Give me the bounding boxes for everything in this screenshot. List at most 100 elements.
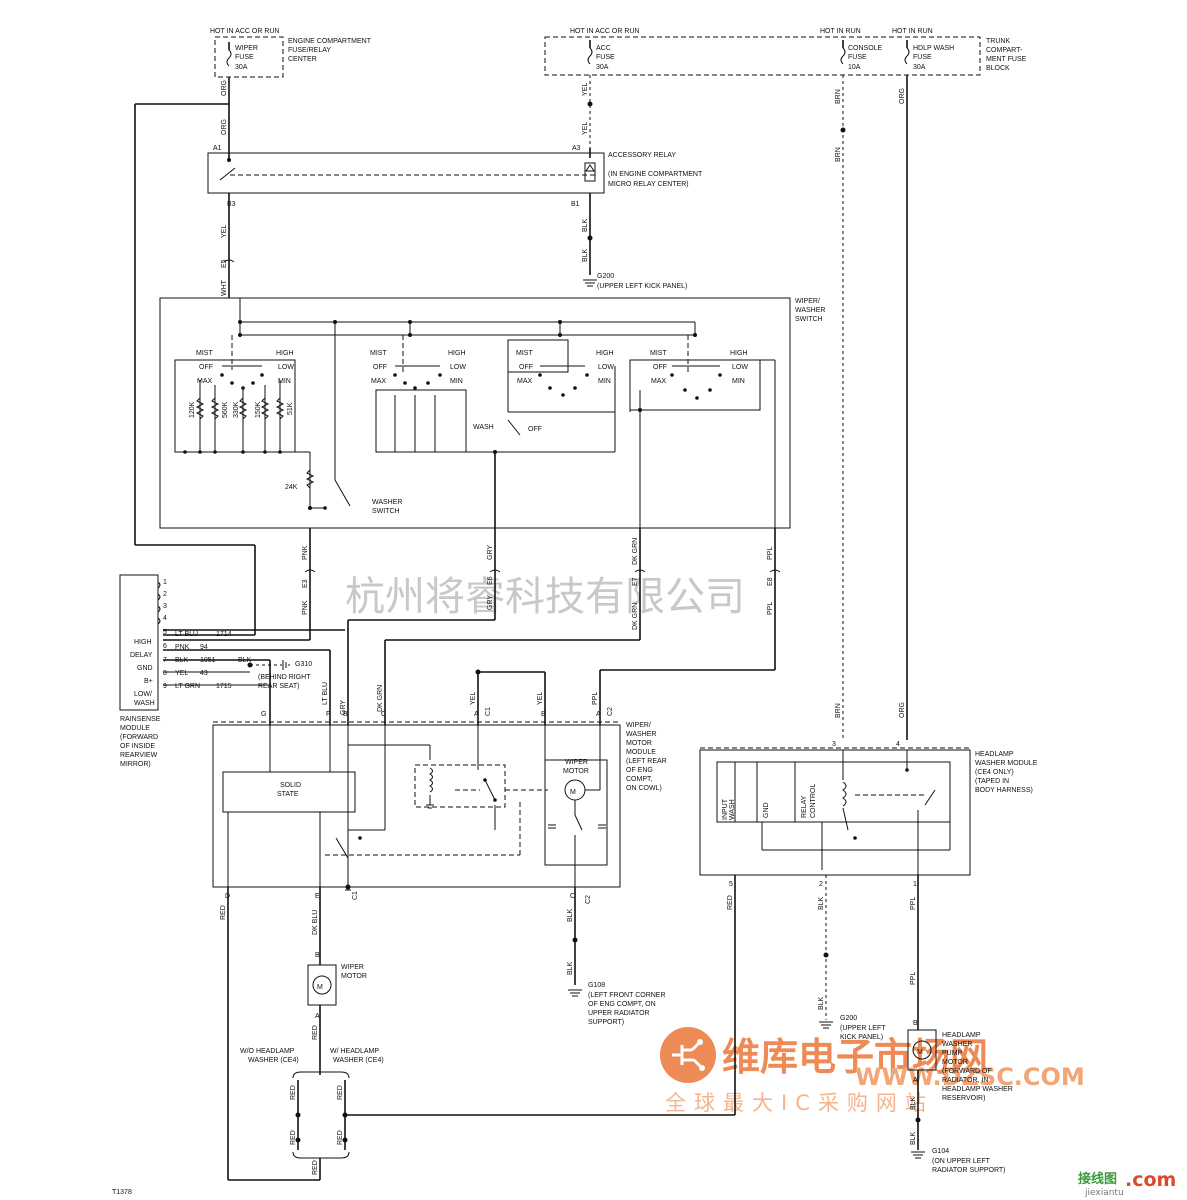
mm-pin-g: G — [261, 711, 266, 718]
wire-label-dkgrn-1: DK GRN — [632, 538, 639, 565]
s4-max: MAX — [651, 378, 667, 385]
conn-e8: E8 — [767, 577, 774, 586]
fuse-acc-fuse: FUSE — [596, 54, 615, 61]
s3-mist: MIST — [516, 350, 533, 357]
fuse-console-name: CONSOLE — [848, 45, 883, 52]
corner-com-text: .com — [1125, 1169, 1176, 1191]
fuse-hdlpwash-name: HDLP WASH — [913, 45, 954, 52]
fuse-wiper-name: WIPER — [235, 45, 258, 52]
s4-mist: MIST — [650, 350, 667, 357]
rs-label-lowwash: LOW/WASH — [134, 691, 155, 707]
rs-pin-2: 2 — [163, 591, 167, 598]
fuse-console-fuse: FUSE — [848, 54, 867, 61]
wire-label-blk-g310: BLK — [238, 657, 252, 664]
trunk-fuse-block-outline — [544, 36, 981, 76]
pump-m-icon: M — [917, 1049, 923, 1056]
rs-pin-1: 1 — [163, 579, 167, 586]
wire-label-wht: WHT — [221, 279, 228, 296]
wiper-motor-m-icon: M — [317, 984, 323, 991]
watermark-corner: 接线图 .com jiexiantu — [1078, 1169, 1176, 1198]
fuse-wiper-amps: 30A — [235, 64, 248, 71]
hm-wash-input: WASHINPUT — [722, 798, 736, 820]
s3-max: MAX — [517, 378, 533, 385]
brand-logo-icon — [660, 1027, 716, 1083]
rs-wire-5-circuit: 1715 — [216, 683, 232, 690]
wire-label-brn-2: BRN — [835, 147, 842, 162]
wiper-motor-box — [307, 964, 337, 1006]
wire-label-yel-4: YEL — [470, 692, 477, 705]
mm-motor-m-icon: M — [570, 789, 576, 796]
mm-conn-c1: C1 — [485, 707, 492, 716]
pump-pin-b: B — [913, 1020, 918, 1027]
wire-label-yel-2: YEL — [582, 122, 589, 135]
fuse-wiper-fuse: FUSE — [235, 54, 254, 61]
wire-label-ppl-5: PPL — [910, 972, 917, 985]
res-560k: 560K — [222, 401, 229, 418]
s1-low: LOW — [278, 364, 294, 371]
wire-label-blk-2a: BLK — [567, 908, 574, 922]
wire-label-red-5: RED — [290, 1130, 297, 1145]
pump-box — [907, 1029, 937, 1071]
rs-label-delay: DELAY — [130, 652, 153, 659]
fuse-hdlpwash-hot: HOT IN RUN — [892, 28, 933, 35]
wire-label-blk-2: BLK — [582, 248, 589, 262]
mm-pin-e: E — [315, 893, 320, 900]
res-120k: 120K — [189, 401, 196, 418]
fuse-hdlpwash-amps: 30A — [913, 64, 926, 71]
fuse-wiper: HOT IN ACC OR RUN WIPER FUSE 30A ENGINE … — [210, 28, 372, 78]
wire-label-yel-1: YEL — [582, 83, 589, 96]
fuse-hdlpwash-fuse: FUSE — [913, 54, 932, 61]
mm-conn-c1-bot: C1 — [352, 891, 359, 900]
wire-label-org-1: ORG — [221, 80, 228, 96]
s2-min: MIN — [450, 378, 463, 385]
wire-label-org-4: ORG — [899, 702, 906, 718]
rs-wire-5-color: LT GRN — [175, 683, 200, 690]
rs-wire-3-color: BLK — [175, 657, 189, 664]
wire-label-ppl-4: PPL — [910, 897, 917, 910]
wire-label-org-3: ORG — [899, 88, 906, 104]
wire-label-pnk-2: PNK — [302, 600, 309, 615]
watermark-company: 杭州将睿科技有限公司 — [345, 574, 745, 620]
fuse-console-hot: HOT IN RUN — [820, 28, 861, 35]
fuse-acc-hot: HOT IN ACC OR RUN — [570, 28, 640, 35]
wire-label-blk-1: BLK — [582, 218, 589, 232]
rs-pin-7: 7 — [163, 657, 167, 664]
res-150k: 150K — [255, 401, 262, 418]
mm-pin-b2: B — [541, 711, 546, 718]
s1-off: OFF — [199, 364, 213, 371]
wire-label-blk-4b: BLK — [910, 1131, 917, 1145]
rs-pin-3: 3 — [163, 603, 167, 610]
rs-wire-4-circuit: 43 — [200, 670, 208, 677]
wire-label-ppl-2: PPL — [767, 602, 774, 615]
mm-pin-b: B — [343, 711, 348, 718]
rs-wire-3-circuit: 1051 — [200, 657, 216, 664]
pump-pin-a: A — [913, 1077, 918, 1084]
switch-section-1: MIST OFF MAX HIGH LOW MIN 120K 560K 330K… — [174, 335, 402, 515]
s2-mist: MIST — [370, 350, 387, 357]
corner-url-text: jiexiantu — [1084, 1188, 1124, 1198]
mm-conn-c2-bot: C2 — [585, 895, 592, 904]
top-wiring: ORG ORG YEL YEL BLK BLK G200 (UPPER LEFT… — [134, 75, 908, 740]
hm-pin-2: 2 — [819, 881, 823, 888]
s3-low: LOW — [598, 364, 614, 371]
brand-slogan-text: 全球最大IC采购网站 — [665, 1091, 934, 1115]
rs-pin-8: 8 — [163, 670, 167, 677]
wire-label-brn-3: BRN — [835, 703, 842, 718]
hm-pin-4: 4 — [896, 741, 900, 748]
s1-mist: MIST — [196, 350, 213, 357]
accessory-relay: A1 A3 B3 B1 ACCESSORY RELAY (IN ENGINE C… — [207, 145, 703, 208]
